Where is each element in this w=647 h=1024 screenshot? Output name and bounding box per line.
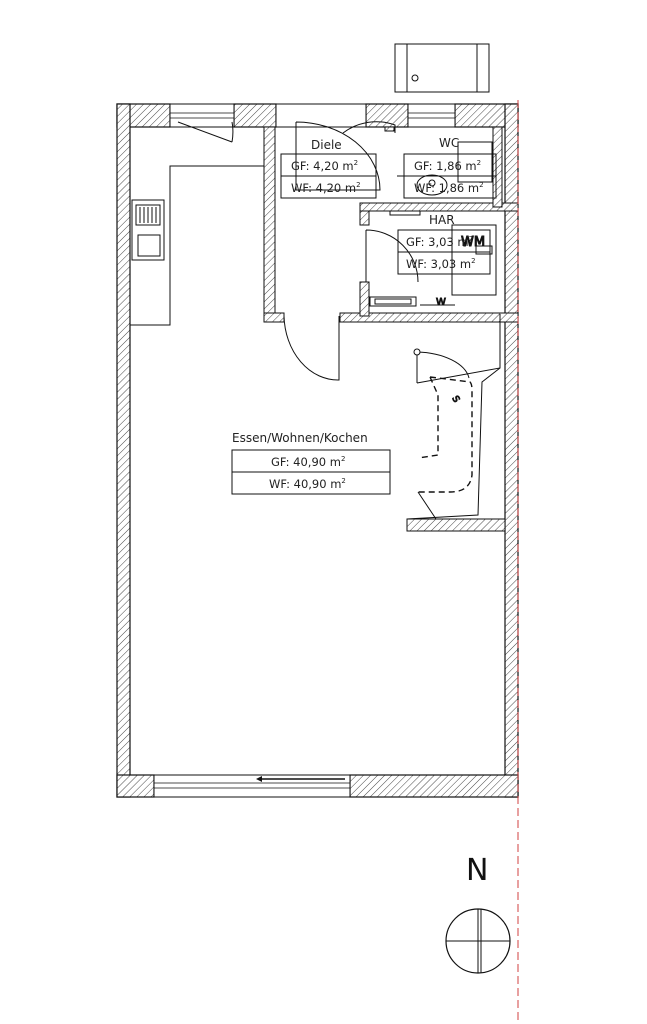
door-swing-entrance (295, 121, 381, 191)
north-arrow: N (445, 853, 511, 974)
room-diele: Diele GF: 4,20 m2 WF: 4,20 m2 (280, 138, 377, 199)
w-label: W (436, 297, 446, 308)
svg-text:GF: 40,90 m2: GF: 40,90 m2 (271, 455, 345, 469)
window-entrance-door (275, 103, 367, 128)
windows (153, 103, 456, 798)
door-swing-top-left (177, 121, 234, 143)
wc-name: WC (439, 136, 459, 150)
door-swing-living (283, 314, 340, 381)
svg-text:WF: 4,20 m2: WF: 4,20 m2 (291, 181, 361, 195)
stair-label: S (449, 395, 461, 405)
wall-top-mid2 (365, 103, 409, 128)
svg-text:WF: 40,90 m2: WF: 40,90 m2 (269, 477, 346, 491)
wall-bottom-right (349, 774, 519, 798)
wall-har-top (359, 202, 519, 212)
har-wf: WF: 3,03 m (406, 257, 471, 271)
living-name: Essen/Wohnen/Kochen (232, 431, 368, 445)
living-gf: GF: 40,90 m (271, 455, 341, 469)
room-wc: WC GF: 1,86 m2 WF: 1,86 m2 (403, 136, 497, 199)
wm-label: WM (461, 235, 485, 250)
door-swing-wc (342, 121, 396, 134)
room-living: Essen/Wohnen/Kochen GF: 40,90 m2 WF: 40,… (231, 431, 391, 495)
washbasin-icon (416, 174, 448, 196)
wall-diele-left (263, 126, 276, 323)
room-har: HAR GF: 3,03 m2 WF: 3,03 m2 (397, 213, 491, 275)
wall-bottom-left (116, 774, 155, 798)
wall-left (116, 103, 131, 798)
window-top-left (169, 103, 235, 128)
wall-stair-bottom (406, 518, 506, 532)
svg-text:GF: 1,86 m2: GF: 1,86 m2 (414, 159, 481, 173)
svg-text:GF: 3,03 m2: GF: 3,03 m2 (406, 235, 473, 249)
svg-text:WF: 3,03 m2: WF: 3,03 m2 (406, 257, 476, 271)
kitchen-counter (130, 165, 264, 326)
wall-wc-right (492, 126, 503, 208)
wc-wf: WF: 1,86 m (414, 181, 479, 195)
diele-name: Diele (311, 138, 342, 152)
svg-text:GF: 4,20 m2: GF: 4,20 m2 (291, 159, 358, 173)
toilet-icon (457, 141, 493, 183)
door-swings (177, 121, 470, 383)
wall-top-mid (233, 103, 277, 128)
stair-outline-dashed (417, 376, 473, 493)
svg-text:WF: 1,86 m2: WF: 1,86 m2 (414, 181, 484, 195)
washing-machine-icon (451, 224, 497, 296)
wall-wc-left (384, 126, 395, 132)
door-swing-stair (416, 351, 470, 383)
har-gf: GF: 3,03 m (406, 235, 469, 249)
har-name: HAR (429, 213, 455, 227)
window-bottom-sliding (153, 774, 351, 798)
diele-gf: GF: 4,20 m (291, 159, 354, 173)
wc-gf: GF: 1,86 m (414, 159, 477, 173)
har-fixtures: WM W (369, 210, 497, 309)
living-wf: WF: 40,90 m (269, 477, 341, 491)
wall-diele-bottom-left (263, 312, 285, 323)
north-label: N (466, 853, 488, 888)
window-top-wc (407, 103, 456, 128)
door-swing-har (365, 229, 419, 283)
interior-walls (263, 126, 519, 532)
exterior-box (394, 43, 490, 93)
diele-wf: WF: 4,20 m (291, 181, 356, 195)
staircase: S (406, 314, 501, 520)
wall-har-left-lower (359, 281, 370, 317)
